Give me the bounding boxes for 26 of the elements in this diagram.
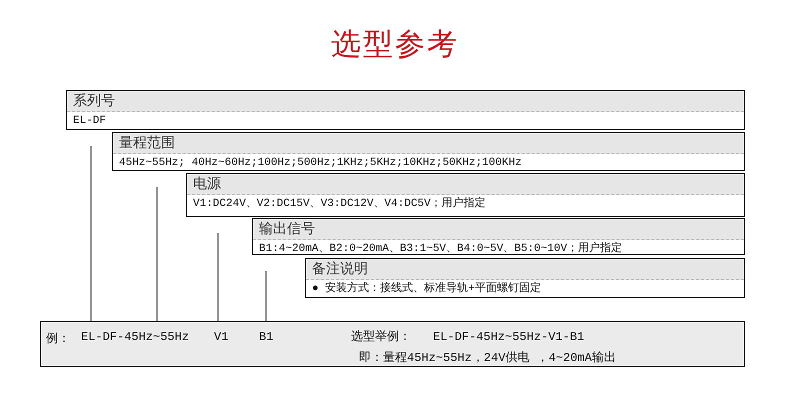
connector-line <box>156 186 158 322</box>
example-text: B1 <box>259 330 274 344</box>
option-values: V1:DC24V、V2:DC15V、V3:DC12V、V4:DC5V；用户指定 <box>192 196 487 212</box>
example-text: V1 <box>214 330 228 344</box>
option-heading: 系列号 <box>67 91 744 112</box>
example-panel <box>40 321 745 367</box>
option-card <box>305 258 745 298</box>
option-card <box>112 132 745 171</box>
option-values: B1:4~20mA、B2:0~20mA、B3:1~5V、B4:0~5V、B5:0~10V；用户指定 <box>258 240 624 257</box>
example-text: EL-DF-45Hz~55Hz-V1-B1 <box>433 330 584 344</box>
example-text: 选型举例： <box>351 329 411 345</box>
option-values: 45Hz~55Hz; 40Hz~60Hz;100Hz;500Hz;1KHz;5KHz;10KHz;50KHz;100KHz <box>118 156 523 171</box>
option-card <box>252 218 745 255</box>
title: 选型参考 <box>330 26 460 64</box>
option-heading: 电源 <box>187 174 744 195</box>
example-text: EL-DF-45Hz~55Hz <box>81 330 190 344</box>
option-heading: 备注说明 <box>306 259 744 280</box>
option-card <box>186 173 745 217</box>
connector-line <box>90 146 92 322</box>
example-text: 即：量程45Hz~55Hz，24V供电 ，4~20mA输出 <box>359 350 616 366</box>
option-heading: 量程范围 <box>113 133 744 154</box>
option-values: EL-DF <box>72 114 108 129</box>
example-text: 例： <box>46 331 70 347</box>
option-card <box>66 90 745 130</box>
option-heading: 输出信号 <box>253 219 744 240</box>
option-values: ● 安装方式：接线式、标准导轨+平面螺钉固定 <box>311 280 542 297</box>
